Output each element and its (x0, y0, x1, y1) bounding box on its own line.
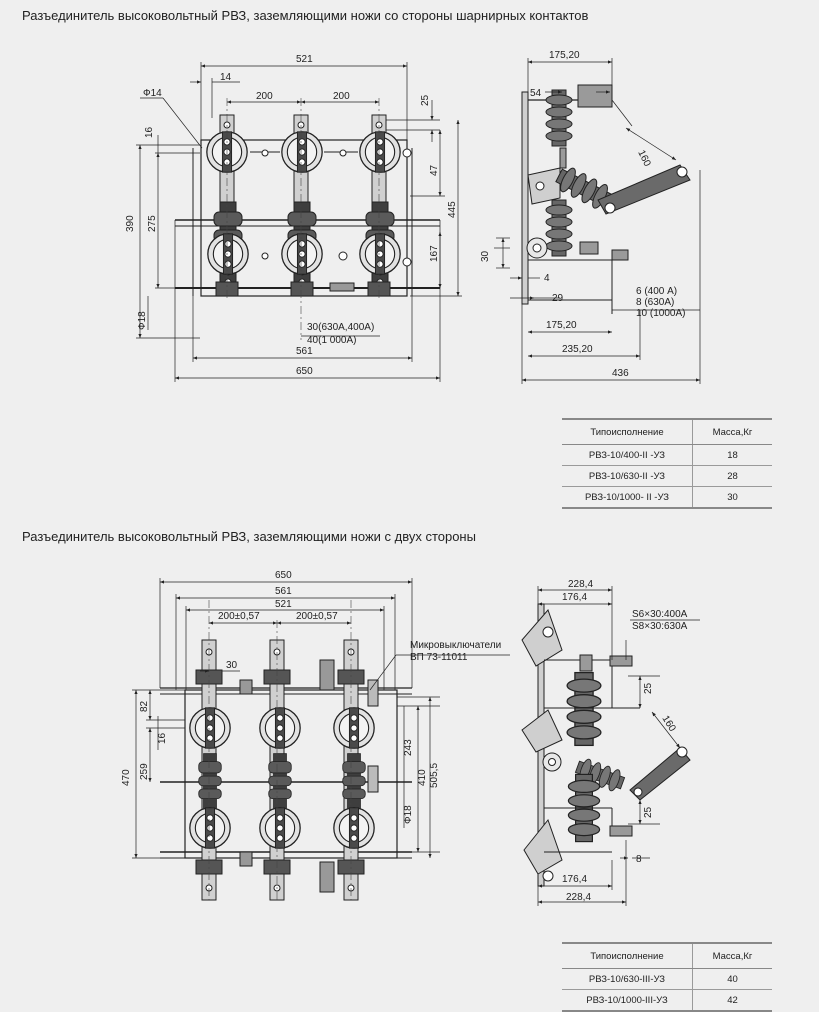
cell-type: РВЗ-10/1000-III-УЗ (562, 989, 693, 1012)
note-630a: 8 (630А) (636, 297, 674, 308)
dim-200-left: 200±0,57 (218, 611, 260, 622)
dim-phi14: Ф14 (143, 88, 162, 99)
dim-8: 8 (636, 854, 642, 865)
dim-phi18: Ф18 (137, 311, 148, 330)
note-s8: S8×30:630А (632, 621, 688, 632)
cell-mass: 18 (692, 444, 772, 466)
dim-650: 650 (296, 366, 313, 377)
side-view-1 (521, 84, 691, 314)
dim-390: 390 (125, 215, 136, 232)
side-dimensions-1 (494, 58, 701, 384)
dim-30: 30 (480, 250, 491, 262)
mass-table-1: Типоисполнение Масса,Кг РВЗ-10/400-II -У… (562, 418, 772, 509)
dim-25-top: 25 (643, 682, 654, 694)
side-dim-labels-1: 175,20 54 160 30 4 29 175,20 235,20 436 … (480, 50, 685, 379)
mass-table-2: Типоисполнение Масса,Кг РВЗ-10/630-III-У… (562, 942, 772, 1012)
cell-type: РВЗ-10/630-II -УЗ (562, 465, 693, 487)
cell-mass: 28 (692, 465, 772, 487)
dim-200-right: 200 (333, 91, 350, 102)
dim-561: 561 (275, 586, 292, 597)
dim-25: 25 (420, 94, 431, 106)
col-header-type: Типоисполнение (562, 942, 693, 969)
front-dim-labels-2: 650 561 521 200±0,57 200±0,57 Микровыклю… (121, 570, 501, 824)
table-row: РВЗ-10/630-II -УЗ 28 (562, 465, 772, 487)
note-400a: 6 (400 А) (636, 286, 677, 297)
dim-16: 16 (144, 126, 155, 138)
dim-160: 160 (659, 714, 677, 734)
note-40: 40(1 000А) (307, 335, 356, 346)
dim-30: 30 (226, 660, 238, 671)
dim-175-top: 175,20 (549, 50, 580, 61)
dim-521: 521 (296, 54, 313, 65)
dim-160: 160 (635, 148, 652, 168)
cell-mass: 30 (692, 486, 772, 509)
cell-type: РВЗ-10/400-II -УЗ (562, 444, 693, 466)
dim-176-top: 176,4 (562, 592, 587, 603)
note-vp-73: ВП 73-11011 (410, 652, 468, 663)
front-dim-labels-1: 521 14 200 200 Ф14 16 275 390 25 47 445 … (125, 54, 458, 377)
front-view-2 (160, 600, 412, 901)
front-view-1 (175, 98, 440, 340)
note-micro-switches: Микровыключатели (410, 640, 501, 651)
dim-16: 16 (157, 732, 168, 744)
dim-200-right: 200±0,57 (296, 611, 338, 622)
cell-type: РВЗ-10/630-III-УЗ (562, 968, 693, 990)
table-row: РВЗ-10/400-II -УЗ 18 (562, 444, 772, 466)
dim-47: 47 (429, 164, 440, 176)
front-dimensions-2 (132, 578, 510, 859)
dim-436: 436 (612, 368, 629, 379)
dim-561: 561 (296, 346, 313, 357)
col-header-mass: Масса,Кг (692, 418, 772, 445)
table-row: РВЗ-10/630-III-УЗ 40 (562, 968, 772, 990)
dim-14: 14 (220, 72, 232, 83)
heading-section-2: Разъединитель высоковольтный РВЗ, заземл… (22, 529, 476, 544)
dim-82: 82 (139, 700, 150, 712)
note-s6: S6×30:400А (632, 609, 688, 620)
dim-167: 167 (429, 245, 440, 262)
dim-176-bottom: 176,4 (562, 874, 587, 885)
dim-phi18: Ф18 (403, 805, 414, 824)
dim-410: 410 (417, 769, 428, 786)
side-view-2 (521, 603, 691, 887)
cell-mass: 42 (692, 989, 772, 1012)
note-1000a: 10 (1000А) (636, 308, 685, 319)
dim-25-bottom: 25 (643, 806, 654, 818)
heading-section-1: Разъединитель высоковольтный РВЗ, заземл… (22, 8, 589, 23)
dim-650: 650 (275, 570, 292, 581)
dim-175-bottom: 175,20 (546, 320, 577, 331)
col-header-mass: Масса,Кг (692, 942, 772, 969)
dim-470: 470 (121, 769, 132, 786)
col-header-type: Типоисполнение (562, 418, 693, 445)
dim-505: 505,5 (429, 763, 440, 788)
dim-200-left: 200 (256, 91, 273, 102)
dim-275: 275 (147, 215, 158, 232)
dim-4: 4 (544, 273, 550, 284)
dim-243: 243 (403, 739, 414, 756)
dim-29: 29 (552, 293, 564, 304)
dim-54: 54 (530, 88, 542, 99)
dim-521: 521 (275, 599, 292, 610)
cell-type: РВЗ-10/1000- II -УЗ (562, 486, 693, 509)
cell-mass: 40 (692, 968, 772, 990)
dim-228-bottom: 228,4 (566, 892, 591, 903)
front-dimensions-1 (136, 62, 462, 382)
side-dim-labels-2: 228,4 176,4 S6×30:400А S8×30:630А 25 160… (562, 579, 688, 903)
dim-235: 235,20 (562, 344, 593, 355)
dim-445: 445 (447, 201, 458, 218)
side-dimensions-2 (537, 586, 700, 906)
note-30: 30(630А,400А) (307, 322, 374, 333)
table-row: РВЗ-10/1000- II -УЗ 30 (562, 486, 772, 509)
table-row: РВЗ-10/1000-III-УЗ 42 (562, 989, 772, 1012)
dim-228-top: 228,4 (568, 579, 593, 590)
dim-259: 259 (139, 763, 150, 780)
